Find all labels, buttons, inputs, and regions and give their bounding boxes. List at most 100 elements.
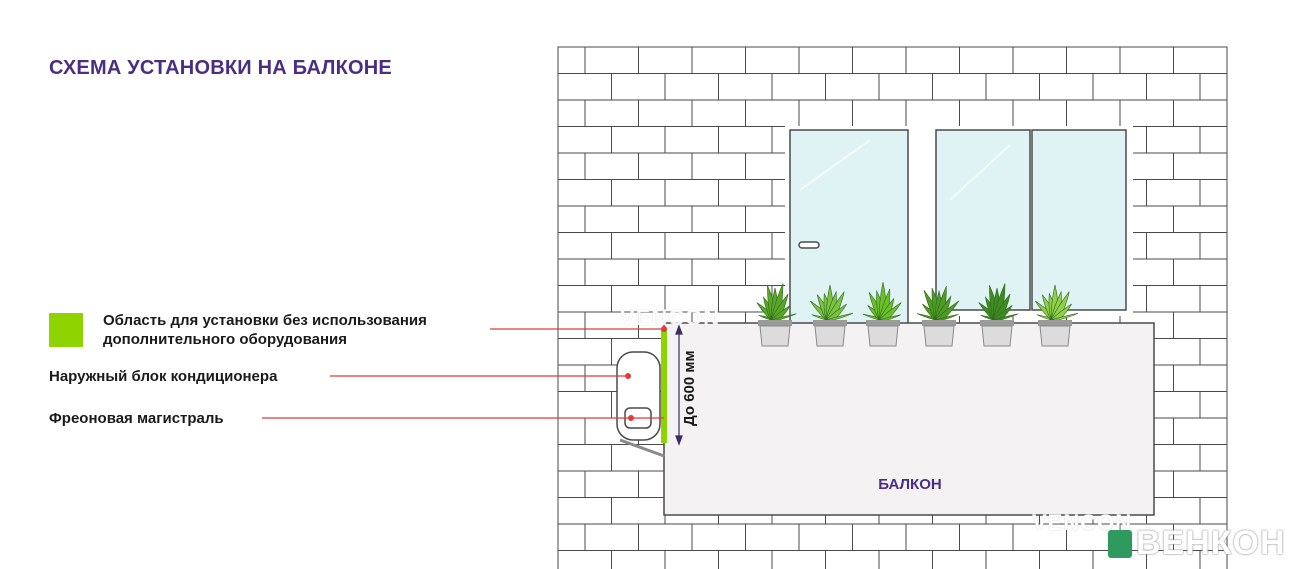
brick [1199,126,1228,154]
brick [1199,550,1228,569]
brick [584,205,639,233]
brick [718,179,773,207]
brick [584,311,639,339]
brick [1066,99,1121,127]
brick [771,73,826,101]
brick [691,152,746,180]
brick [1146,285,1201,313]
brick [584,46,639,74]
brick [1119,99,1174,127]
brick [557,285,612,313]
brick [932,73,987,101]
brick [878,550,933,569]
brick [557,311,586,339]
brick [557,364,586,392]
brick [1173,99,1228,127]
brick [557,470,586,498]
door-glass [789,129,909,331]
brick [905,99,960,127]
brick [557,338,612,366]
plants-row [756,281,1079,347]
balcony-box [663,322,1155,516]
brick [745,46,800,74]
brick [1199,285,1228,313]
brick [985,73,1040,101]
brick [664,232,719,260]
brick [1199,232,1228,260]
brick [718,550,773,569]
brick [798,46,853,74]
plant-pot-icon [1034,284,1079,347]
brick [1199,73,1228,101]
brick [1146,179,1201,207]
brick [1173,364,1228,392]
brick [611,179,666,207]
brick [691,258,746,286]
window-pane-left [935,129,1031,311]
legend-area-label: Область для установки без использования … [103,312,427,348]
brick [1199,338,1228,366]
brick [878,73,933,101]
page-title: СХЕМА УСТАНОВКИ НА БАЛКОНЕ [49,57,392,79]
brick [584,258,639,286]
brick [959,46,1014,74]
brick [1066,46,1121,74]
brick [611,232,666,260]
brick [798,99,853,127]
brick [1173,311,1228,339]
brick [638,152,693,180]
brick [1146,126,1201,154]
brick [1173,205,1228,233]
brick [638,523,693,551]
plant-pot-icon [756,283,797,347]
brick [771,550,826,569]
brick [1119,46,1174,74]
brick [1173,417,1228,445]
brick [611,73,666,101]
brick [1146,338,1201,366]
brick [557,497,612,525]
brick [664,126,719,154]
brick [1199,497,1228,525]
brick [664,73,719,101]
brick [718,73,773,101]
brick [638,46,693,74]
brick [1173,523,1228,551]
brick [1199,179,1228,207]
balcony-label: БАЛКОН [878,476,942,493]
brick [611,444,666,472]
brick [825,550,880,569]
brick [852,99,907,127]
plant-pot-icon [978,283,1019,347]
brick [745,523,800,551]
brick [557,417,586,445]
brick [691,46,746,74]
brick [825,73,880,101]
brick [664,550,719,569]
brick [1146,232,1201,260]
plant-pot-icon [862,281,902,347]
brick [584,470,639,498]
brick [557,523,586,551]
legend-outdoor-unit-label: Наружный блок кондиционера [49,368,278,385]
dimension-line [675,324,683,446]
legend-pointers [262,326,667,421]
install-area-bar [661,329,667,443]
brick [852,523,907,551]
brick [1173,46,1228,74]
brick [959,99,1014,127]
plant-pot-icon [809,284,854,347]
brick [1146,444,1201,472]
brick [1173,258,1228,286]
brick [1173,470,1228,498]
brick [985,550,1040,569]
brick [1146,391,1201,419]
brick [557,126,612,154]
mount-bracket [619,438,665,458]
window-pane-right [1031,129,1127,311]
brick [905,523,960,551]
brick [557,550,612,569]
plant-pot-icon [917,286,960,347]
brick [557,179,612,207]
brick [1199,391,1228,419]
